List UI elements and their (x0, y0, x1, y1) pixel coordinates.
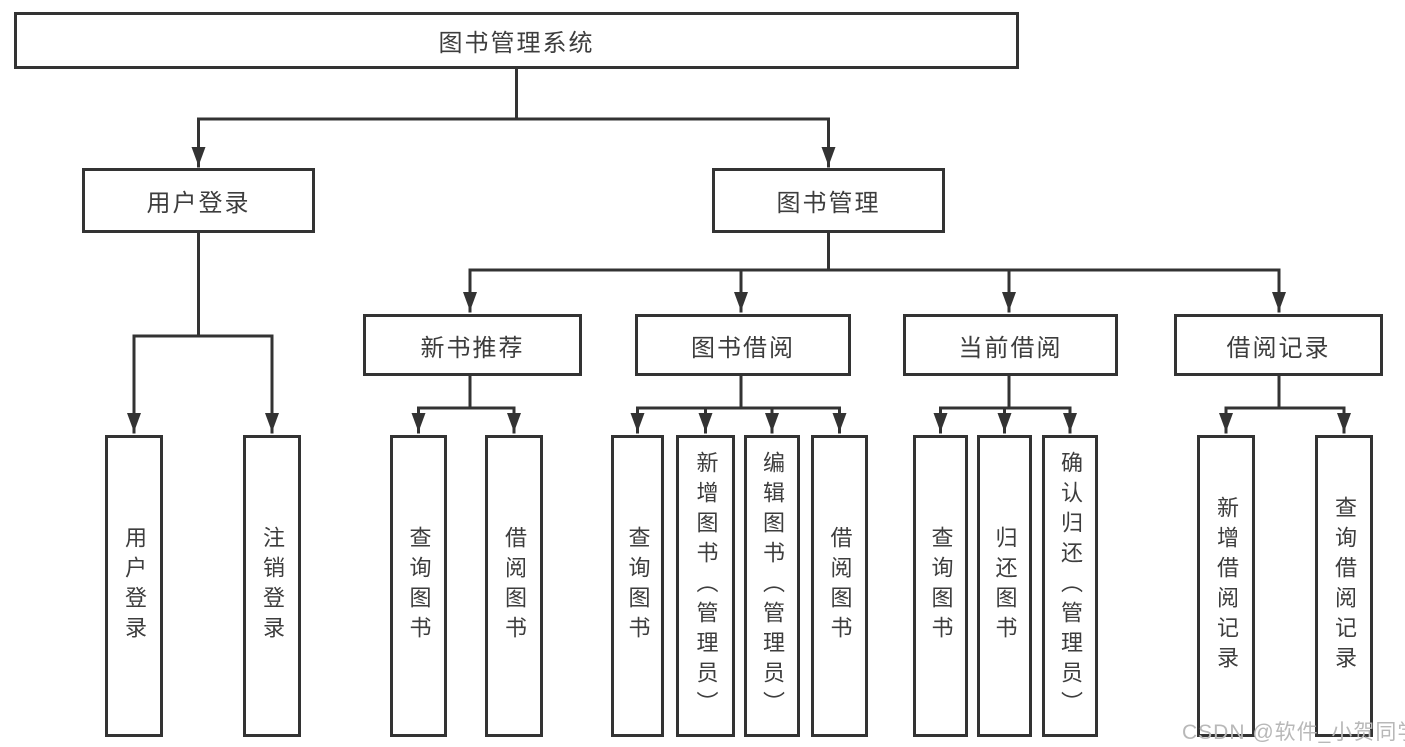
leaf-borrow-books-borrowing: 借阅图书 (811, 435, 868, 737)
leaf-return-books: 归还图书 (977, 435, 1032, 737)
leaf-query-borrowing-record: 查询借阅记录 (1315, 435, 1373, 737)
leaf-logout: 注销登录 (243, 435, 301, 737)
leaf-user-login: 用户登录 (105, 435, 163, 737)
node-current-borrowing: 当前借阅 (903, 314, 1118, 376)
node-new-book-recommendation: 新书推荐 (363, 314, 582, 376)
csdn-watermark: CSDN @软件_小贺同学 (1182, 721, 1405, 744)
node-library-management-system: 图书管理系统 (14, 12, 1019, 69)
node-borrowing-records: 借阅记录 (1174, 314, 1383, 376)
node-user-login: 用户登录 (82, 168, 315, 233)
leaf-add-books-admin: 新增图书（管理员） (676, 435, 735, 737)
leaf-query-books-recommendation: 查询图书 (390, 435, 447, 737)
leaf-query-books-current: 查询图书 (913, 435, 968, 737)
node-book-management: 图书管理 (712, 168, 945, 233)
leaf-query-books-borrowing: 查询图书 (611, 435, 664, 737)
leaf-edit-books-admin: 编辑图书（管理员） (744, 435, 800, 737)
leaf-add-borrowing-record: 新增借阅记录 (1197, 435, 1255, 737)
leaf-confirm-return-admin: 确认归还（管理员） (1042, 435, 1098, 737)
node-book-borrowing: 图书借阅 (635, 314, 851, 376)
leaf-borrow-books-recommendation: 借阅图书 (485, 435, 543, 737)
